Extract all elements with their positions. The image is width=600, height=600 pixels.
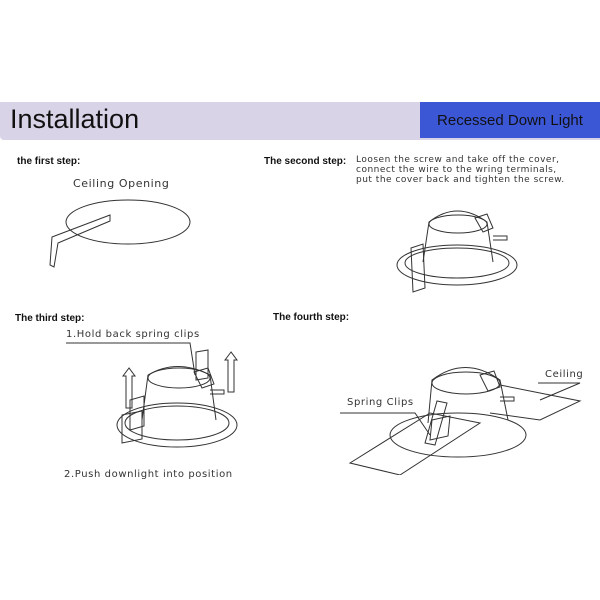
step-1-label: the first step: — [17, 156, 81, 167]
push-downlight-label: 2.Push downlight into position — [64, 469, 233, 480]
installed-downlight-illustration — [340, 367, 582, 475]
step-3-label: The third step: — [15, 313, 85, 324]
instruction-line: Loosen the screw and take off the cover, — [356, 155, 560, 165]
spring-clip-illustration — [66, 342, 238, 448]
page-title: Installation — [10, 104, 140, 134]
product-badge: Recessed Down Light — [420, 102, 600, 138]
instruction-line: put the cover back and tighten the screw… — [356, 175, 565, 185]
spring-clips-label: Spring Clips — [347, 397, 414, 408]
downlight-wiring-illustration — [396, 210, 518, 293]
step-4-label: The fourth step: — [273, 312, 350, 323]
step-2-instructions: Loosen the screw and take off the cover,… — [356, 155, 565, 185]
instruction-line: connect the wire to the wring terminals, — [356, 165, 557, 175]
ceiling-opening-illustration — [49, 199, 191, 268]
ceiling-opening-label: Ceiling Opening — [73, 177, 170, 190]
hold-clips-label: 1.Hold back spring clips — [66, 329, 200, 340]
ceiling-label: Ceiling — [545, 369, 584, 380]
step-2-label: The second step: — [264, 156, 347, 167]
